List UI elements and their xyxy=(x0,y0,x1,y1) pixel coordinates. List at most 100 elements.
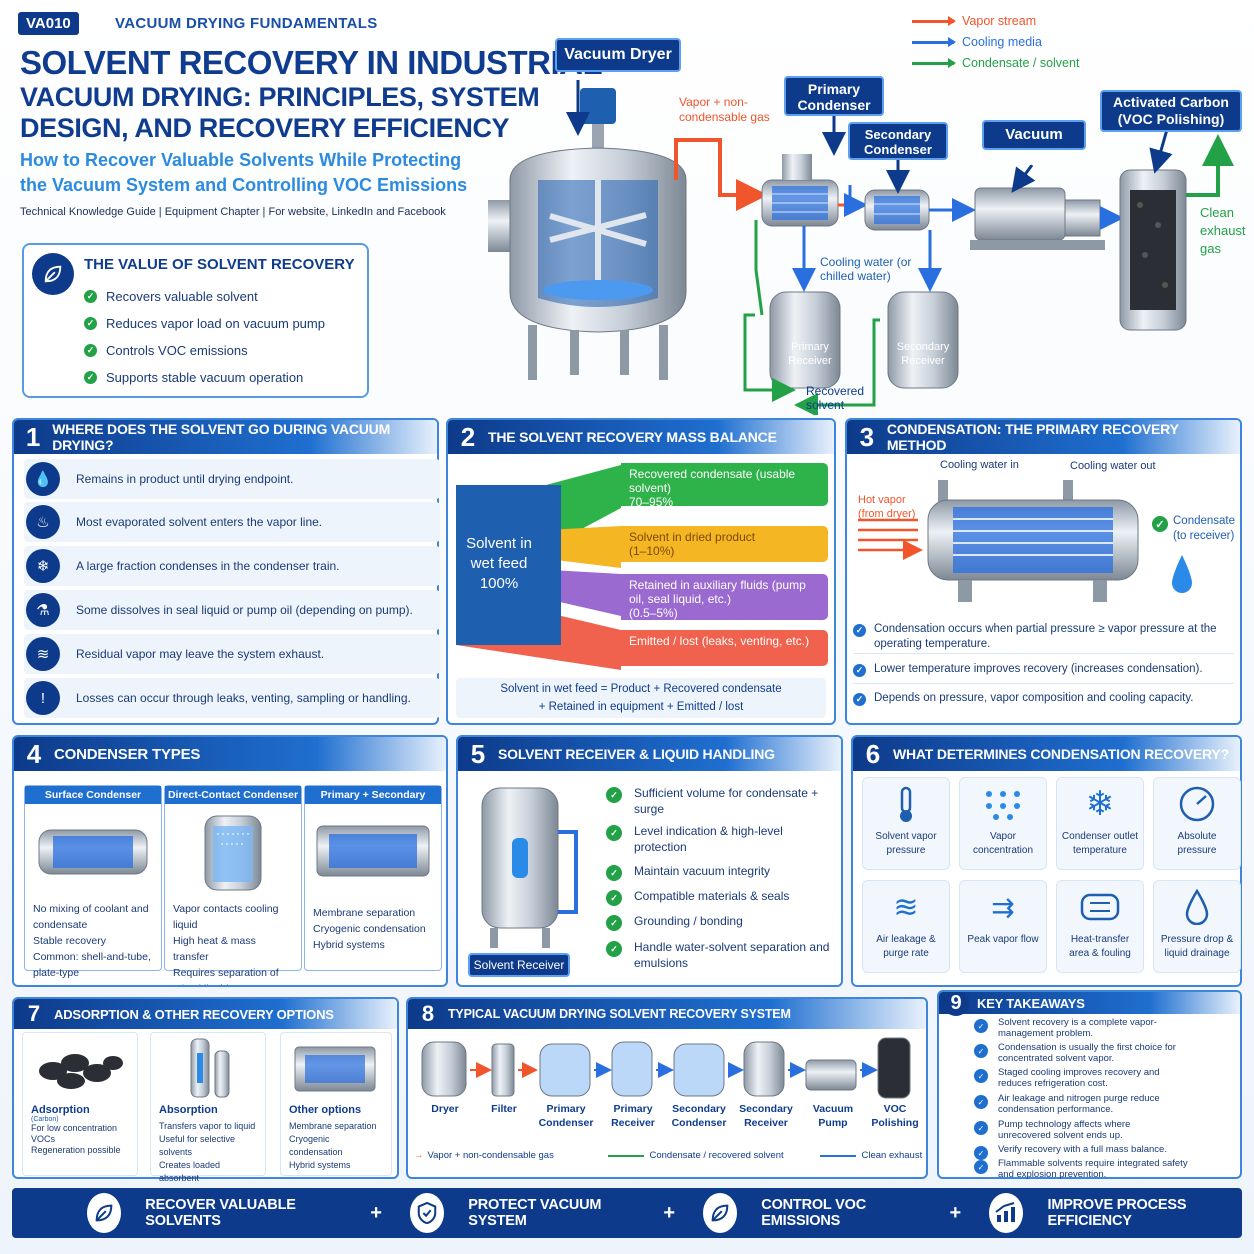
footer-item: CONTROL VOC EMISSIONS xyxy=(703,1193,921,1233)
value-box xyxy=(22,243,369,398)
mass-balance-source: Solvent in wet feed 100% xyxy=(466,535,532,592)
footer-separator: + xyxy=(663,1201,676,1224)
label-secondary-receiver: Secondary Receiver xyxy=(896,341,950,367)
shield-icon xyxy=(409,1193,445,1233)
band-emitted: Emitted / lost (leaks, venting, etc.) xyxy=(621,630,828,666)
heat-exchanger-icon xyxy=(1080,893,1120,921)
footer-banner: RECOVER VALUABLE SOLVENTS + PROTECT VACU… xyxy=(12,1188,1242,1238)
check-icon: ✓ xyxy=(84,290,97,303)
droplet-icon: 💧 xyxy=(26,462,60,496)
snowflake-icon: ❄ xyxy=(26,549,60,583)
legend-condensate: Condensate / solvent xyxy=(912,56,1079,70)
unit-label: Secondary Receiver xyxy=(739,1103,793,1129)
leaf-icon xyxy=(87,1193,122,1233)
check-icon: ✓ xyxy=(974,1095,988,1109)
page-title: SOLVENT RECOVERY IN INDUSTRIAL xyxy=(20,44,603,81)
factor-tile: ❄Condenser outlet temperature xyxy=(1056,777,1144,870)
takeaway-item: ✓Condensation is usually the first choic… xyxy=(974,1042,1188,1064)
band-retained: Retained in auxiliary fluids (pump oil, … xyxy=(621,574,828,620)
page-subtitle: How to Recover Valuable Solvents While P… xyxy=(20,150,468,195)
label-vacuum-pump: Vacuum Pump xyxy=(982,120,1086,169)
label-cw-in: Cooling water in xyxy=(940,459,1019,471)
label-primary-condenser: Primary Condenser xyxy=(784,76,884,116)
unit-label: Vacuum Pump xyxy=(812,1103,854,1129)
label-primary-receiver: Primary Receiver xyxy=(788,341,832,367)
check-icon: ✓ xyxy=(606,865,622,881)
condenser-type-card: Surface Condenser No mixing of coolant a… xyxy=(24,785,162,979)
takeaway-item: ✓Air leakage and nitrogen purge reduce c… xyxy=(974,1093,1188,1115)
unit-label: Primary Receiver xyxy=(611,1103,655,1129)
option-card: Adsorption (Carbon) For low concentratio… xyxy=(22,1032,138,1176)
surface-condenser-image xyxy=(38,829,148,875)
check-icon: ✓ xyxy=(606,825,622,841)
label-condensate: Condensate (to receiver) xyxy=(1173,515,1236,542)
check-icon: ✓ xyxy=(974,1019,988,1033)
point-item: ✓Depends on pressure, vapor composition … xyxy=(853,684,1234,714)
label-vacuum-dryer: Vacuum Dryer xyxy=(555,38,681,72)
series-title: VACUUM DRYING FUNDAMENTALS xyxy=(115,15,378,32)
gauge-icon xyxy=(1179,786,1215,822)
takeaway-item: ✓Solvent recovery is a complete vapor-ma… xyxy=(974,1017,1158,1039)
unit-label: VOC Polishing xyxy=(871,1103,919,1129)
steam-icon: ♨ xyxy=(26,505,60,539)
secondary-condenser-unit xyxy=(864,189,930,231)
value-item: ✓Controls VOC emissions xyxy=(84,343,248,358)
warning-icon: ! xyxy=(26,681,60,715)
shell-tube-condenser xyxy=(858,480,1139,602)
label-cooling-water: Cooling water (or chilled water) xyxy=(820,255,912,283)
factor-tile: Solvent vapor pressure xyxy=(862,777,950,870)
list-item: !Losses can occur through leaks, venting… xyxy=(24,678,440,718)
factor-tile: Pressure drop & liquid drainage xyxy=(1153,880,1241,973)
list-item: ✓Sufficient volume for condensate + surg… xyxy=(606,785,836,823)
list-item: ✓Level indication & high-level protectio… xyxy=(606,823,836,863)
list-item: ✓Compatible materials & seals xyxy=(606,888,836,913)
system-units-strip xyxy=(421,1037,911,1099)
unit-label: Filter xyxy=(491,1103,517,1115)
check-icon: ✓ xyxy=(974,1069,988,1083)
unit-label: Dryer xyxy=(431,1103,459,1115)
leaf-icon xyxy=(32,253,74,295)
check-icon: ✓ xyxy=(606,915,622,931)
solvent-receiver-image xyxy=(481,787,578,948)
check-icon: ✓ xyxy=(974,1121,988,1135)
vacuum-dryer-vessel xyxy=(488,88,687,380)
primary-receiver-tank xyxy=(769,291,841,389)
value-box-title: THE VALUE OF SOLVENT RECOVERY xyxy=(84,256,355,273)
direct-contact-condenser-image xyxy=(204,815,262,891)
list-item: ♨Most evaporated solvent enters the vapo… xyxy=(24,502,440,542)
option-card: Other options Membrane separation Cryoge… xyxy=(280,1032,392,1176)
list-item: ✓Grounding / bonding xyxy=(606,913,836,939)
section-5-list: ✓Sufficient volume for condensate + surg… xyxy=(606,785,836,973)
option-card: Absorption Transfers vapor to liquid Use… xyxy=(150,1032,266,1183)
takeaway-item: ✓Verify recovery with a full mass balanc… xyxy=(974,1144,1218,1160)
hybrid-condenser-image xyxy=(316,825,430,877)
band-recovered: Recovered condensate (usable solvent)70–… xyxy=(621,463,828,509)
band-product: Solvent in dried product(1–10%) xyxy=(621,526,828,562)
list-item: ✓Maintain vacuum integrity xyxy=(606,863,836,888)
system-legend: →Vapor + non-condensable gas Condensate … xyxy=(414,1150,923,1161)
hybrid-system-image xyxy=(294,1046,376,1092)
list-item: ≋Residual vapor may leave the system exh… xyxy=(24,634,440,674)
check-icon: ✓ xyxy=(974,1160,988,1174)
value-item: ✓Recovers valuable solvent xyxy=(84,289,258,304)
factor-tile: ≋Air leakage & purge rate xyxy=(862,880,950,973)
factor-tile: ⇉Peak vapor flow xyxy=(959,880,1047,973)
footer-item: RECOVER VALUABLE SOLVENTS xyxy=(87,1193,342,1233)
value-item: ✓Reduces vapor load on vacuum pump xyxy=(84,316,325,331)
primary-condenser-unit xyxy=(761,154,839,227)
factor-tile: Heat-transfer area & fouling xyxy=(1056,880,1144,973)
check-icon: ✓ xyxy=(853,693,866,706)
legend-cooling: Cooling media xyxy=(912,35,1042,49)
check-icon: ✓ xyxy=(974,1044,988,1058)
vacuum-pump-unit xyxy=(970,187,1105,250)
